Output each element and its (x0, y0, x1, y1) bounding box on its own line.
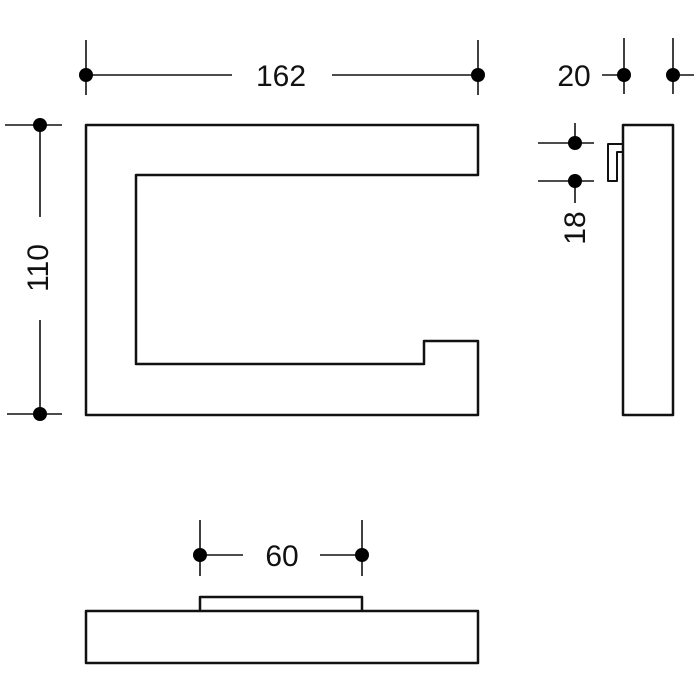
dimension-height: 110 (5, 118, 62, 421)
dimension-base-width: 60 (193, 520, 369, 576)
dimension-point-icon (568, 174, 582, 188)
dimension-point-icon (33, 407, 47, 421)
dimension-label-height: 110 (22, 244, 55, 292)
dimension-point-icon (193, 548, 207, 562)
side-view-body (621, 123, 675, 417)
front-view-outline (84, 123, 480, 417)
dimension-point-icon (355, 548, 369, 562)
dimension-point-icon (568, 136, 582, 150)
dimension-point-icon (33, 118, 47, 132)
dimension-label-depth: 20 (557, 60, 590, 93)
dimension-point-icon (79, 68, 93, 82)
dimension-point-icon (666, 68, 680, 82)
dimension-width: 162 (79, 40, 485, 95)
top-view-body (84, 609, 480, 665)
side-view-mount-bracket (607, 143, 623, 182)
dimension-label-width: 162 (256, 60, 306, 93)
dimension-depth: 20 (557, 38, 694, 94)
top-view (84, 595, 480, 665)
dimension-label-mount-offset: 18 (559, 211, 592, 244)
top-view-base-plate (198, 595, 364, 611)
dimension-label-base-width: 60 (265, 540, 298, 573)
side-view (607, 123, 675, 417)
dimension-point-icon (617, 68, 631, 82)
dimension-mount-offset: 18 (538, 123, 594, 245)
front-view (84, 123, 480, 417)
dimension-point-icon (471, 68, 485, 82)
